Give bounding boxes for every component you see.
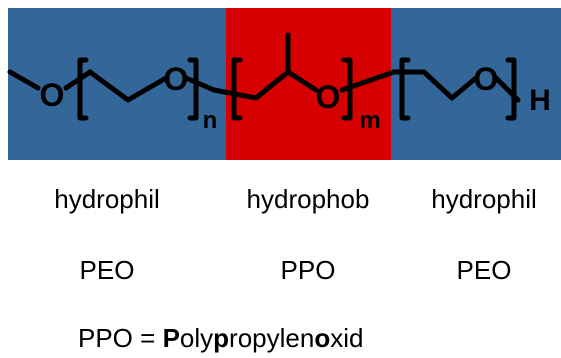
block-1-abbreviation: PEO (79, 255, 135, 285)
block-1-property: hydrophil (54, 184, 160, 214)
ppo-definition: PPO = Polypropylenoxid (78, 323, 363, 353)
block-2-abbreviation: PPO (280, 255, 336, 285)
peo-right-chain (391, 69, 479, 101)
bracket-h-open (399, 57, 411, 121)
peo-left-bond-out (183, 75, 217, 93)
bracket-n-close (187, 57, 199, 121)
chemical-bonds (7, 32, 521, 121)
methyl-bond (7, 69, 41, 91)
peo-block-left (8, 8, 226, 160)
definition-fragment: oly (179, 323, 214, 353)
ppo-chain-left (211, 69, 291, 101)
definition-term: Polypropylenoxid (163, 323, 364, 353)
bracket-m-close (341, 57, 353, 121)
repeat-index-m: m (359, 107, 380, 134)
repeat-index-n: n (203, 107, 218, 134)
peo-left-chain (87, 69, 169, 103)
bracket-m-open (231, 57, 243, 121)
definition-initial: p (213, 323, 230, 353)
block-2-property: hydrophob (246, 184, 370, 214)
definition-fragment: ropylen (229, 323, 315, 353)
definition-equals: = (132, 323, 163, 353)
oxygen-atom: O (474, 61, 499, 97)
bracket-h-close (505, 57, 517, 121)
terminal-hydrogen: H (529, 84, 551, 117)
oxygen-atom: O (316, 79, 341, 115)
peo-block-right (391, 8, 561, 160)
bracket-n-open (77, 57, 89, 121)
block-3-abbreviation: PEO (456, 255, 512, 285)
definition-initial: P (162, 323, 180, 353)
oxygen-atom: O (164, 61, 189, 97)
copolymer-structure-diagram: O O O O n m H (7, 8, 561, 160)
definition-initial: o (314, 323, 331, 353)
definition-abbr: PPO (78, 323, 133, 353)
definition-fragment: xid (330, 323, 364, 353)
ppo-chain-right (285, 69, 319, 93)
oxygen-atom: O (40, 77, 65, 113)
block-3-property: hydrophil (431, 184, 537, 214)
